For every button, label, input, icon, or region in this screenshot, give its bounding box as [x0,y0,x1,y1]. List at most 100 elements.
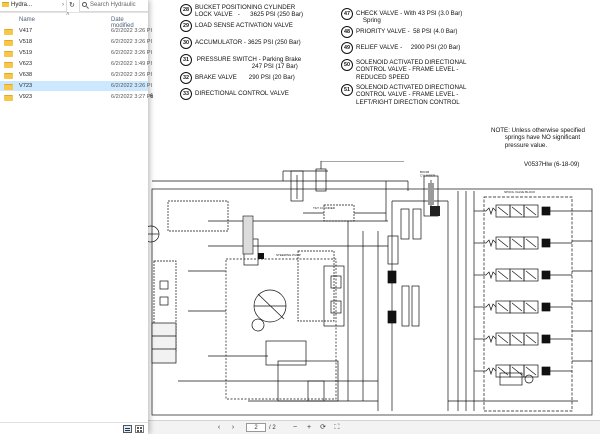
legend-text: CHECK VALVE - With 43 PSI (3.0 Bar) Spri… [356,10,463,25]
legend-item-48: 48 PRIORITY VALVE - 58 PSI (4.0 Bar) [341,26,457,56]
legend-item-47: 47 CHECK VALVE - With 43 PSI (3.0 Bar) S… [341,8,462,38]
folder-icon [4,73,13,79]
search-box[interactable]: Search Hydraulic [79,0,148,12]
legend-number: 29 [180,20,192,32]
spool-section [474,300,572,314]
margin-number: 6 [150,94,154,100]
spool-section [474,204,572,218]
legend-item-30: 30 ACCUMULATOR - 3625 PSI (250 Bar) [180,37,301,67]
legend-number: 49 [341,42,353,54]
legend-number: 51 [341,84,353,96]
folder-name: V723 [19,83,33,89]
column-header-name[interactable]: Name [19,17,36,23]
search-placeholder: Search Hydraulic [90,2,136,8]
folder-icon [4,40,13,46]
legend-number: 31 [180,54,192,66]
rotate-icon[interactable]: ⟳ [320,424,326,431]
column-header-date[interactable]: Date modified [111,17,134,29]
legend-number: 32 [180,72,192,84]
folder-row[interactable]: V623 6/2/2022 1:49 PI [0,59,152,69]
legend-item-29: 29 LOAD SENSE ACTIVATION VALVE [180,20,293,50]
legend-number: 28 [180,4,192,16]
folder-date: 6/2/2022 3:26 PI [111,83,153,89]
legend-text: PRIORITY VALVE - 58 PSI (4.0 Bar) [356,28,458,35]
folder-row[interactable]: V417 6/2/2022 3:26 PI [0,26,152,36]
legend-item-32: 32 BRAKE VALVE 290 PSI (20 Bar) [180,72,295,102]
chevron-right-icon[interactable]: › [62,2,64,8]
folder-name: V417 [19,28,33,34]
legend-text: BRAKE VALVE 290 PSI (20 Bar) [195,74,295,81]
legend-number: 48 [341,26,353,38]
folder-date: 6/2/2022 3:26 PI [111,28,153,34]
spool-section [474,364,572,378]
steering-pump-label: STEERING PUMP [276,253,301,257]
folder-row[interactable]: V638 6/2/2022 3:26 PI [0,70,152,80]
legend-item-31: 31 PRESSURE SWITCH - Parking Brake 247 P… [180,54,301,84]
legend-text: SOLENOID ACTIVATED DIRECTIONAL CONTROL V… [356,84,467,106]
folder-icon [4,95,13,101]
next-page-icon[interactable]: › [231,424,235,431]
legend-item-28: 28 BUCKET POSITIONING CYLINDER LOCK VALV… [180,4,303,34]
folder-icon [2,2,9,7]
legend-item-51: 51 SOLENOID ACTIVATED DIRECTIONAL CONTRO… [341,84,466,114]
fit-page-icon[interactable]: ⛶ [334,424,340,431]
spool-block-label: SPOOL VALVE BLOCK [504,190,535,194]
legend-item-50: 50 SOLENOID ACTIVATED DIRECTIONAL CONTRO… [341,59,466,89]
folder-row-selected[interactable]: V723 6/2/2022 3:26 PI [0,81,152,91]
legend-text: LOAD SENSE ACTIVATION VALVE [195,22,293,29]
folder-date: 6/2/2022 3:26 PI [111,50,153,56]
legend-number: 47 [341,8,353,20]
folder-name: V519 [19,50,33,56]
address-bar[interactable]: Hydra... › [0,0,67,12]
file-explorer-panel: Hydra... › ↻ Search Hydraulic ˄ Name Dat… [0,0,152,434]
legend-text: PRESSURE SWITCH - Parking Brake 247 PSI … [196,56,302,71]
legend-item-33: 33 DIRECTIONAL CONTROL VALVE [180,88,289,118]
spool-section [474,268,572,282]
page-total: / 2 [269,425,276,431]
spool-section [474,236,572,250]
tiles-view-icon[interactable] [135,425,144,433]
folder-date: 6/2/2022 1:49 PI [111,61,153,67]
legend-number: 33 [180,88,192,100]
legend-item-49: 49 RELIEF VALVE - 2900 PSI (20 Bar) [341,42,460,72]
legend-number: 50 [341,59,353,71]
legend-text: SOLENOID ACTIVATED DIRECTIONAL CONTROL V… [356,59,467,81]
folder-row[interactable]: V519 6/2/2022 3:26 PI [0,48,152,58]
folder-name: V518 [19,39,33,45]
document-id: V0537Hlw (6-18-09) [524,161,580,168]
legend-text: DIRECTIONAL CONTROL VALVE [195,90,289,97]
sort-chevron-icon: ˄ [66,12,70,18]
details-view-icon[interactable] [123,425,132,433]
spring-note: NOTE: Unless otherwise specified springs… [491,127,585,149]
legend-number: 30 [180,37,192,49]
previous-page-icon[interactable]: ‹ [217,424,221,431]
folder-row[interactable]: V518 6/2/2022 3:26 PI [0,37,152,47]
folder-date: 6/2/2022 3:26 PI [111,72,153,78]
folder-date: 6/2/2022 3:27 PI [111,94,153,100]
zoom-out-icon[interactable]: − [292,424,298,431]
legend-text: ACCUMULATOR - 3625 PSI (250 Bar) [195,39,301,46]
spool-section [474,332,572,346]
folder-icon [4,29,13,35]
folder-icon [4,51,13,57]
explorer-status-bar [0,422,148,434]
folder-icon [4,62,13,68]
folder-icon [4,84,13,90]
tilt-cylinder-label: TILT CYLINDER [313,206,336,210]
pdf-toolbar: ‹ › 2 / 2 − + ⟳ ⛶ [0,420,600,434]
folder-date: 6/2/2022 3:26 PI [111,39,153,45]
column-headers: ˄ Name Date modified [0,12,148,29]
explorer-address-row: Hydra... › ↻ Search Hydraulic [0,0,148,13]
folder-name: V638 [19,72,33,78]
breadcrumb: Hydra... [11,2,33,8]
legend-text: BUCKET POSITIONING CYLINDER LOCK VALVE -… [195,4,304,19]
legend-text: RELIEF VALVE - 2900 PSI (20 Bar) [356,44,461,51]
refresh-icon[interactable]: ↻ [69,2,75,9]
folder-row[interactable]: V923 6/2/2022 3:27 PI [0,92,152,102]
page-number-input[interactable]: 2 [246,423,266,432]
zoom-in-icon[interactable]: + [306,424,312,431]
folder-name: V623 [19,61,33,67]
search-icon [82,2,87,7]
